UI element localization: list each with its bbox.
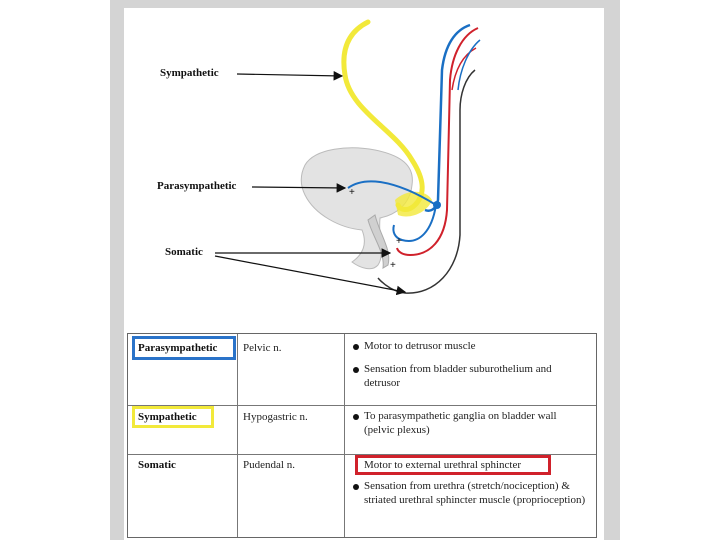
row-divider [128, 454, 596, 455]
parasympathetic-pathway-bladder [347, 180, 437, 206]
parasympathetic-pathway-lower [392, 204, 437, 242]
row-divider [128, 405, 596, 406]
table-cell-nerve: Pudendal n. [243, 459, 295, 471]
sympathetic-label: Sympathetic [160, 67, 219, 79]
red-pathway [396, 27, 479, 257]
parasympathetic-highlight-box [132, 336, 236, 360]
table-cell-function: Sensation from bladder suburothelium and… [364, 363, 552, 389]
table-cell-function: Sensation from urethra (stretch/nocicept… [364, 480, 586, 506]
bladder-shape [300, 147, 413, 270]
sympathetic-pathway [341, 19, 425, 212]
parasympathetic-arrow [251, 183, 347, 193]
sympathetic-arrow [236, 71, 344, 81]
table-cell-nerve: Pelvic n. [243, 342, 282, 354]
plus-marker: + [390, 260, 396, 271]
innervation-table: Parasympathetic Pelvic n. Motor to detru… [127, 333, 597, 538]
plus-marker: + [396, 236, 402, 247]
parasympathetic-label: Parasympathetic [157, 180, 237, 192]
document-sheet [124, 8, 604, 540]
bullet-icon [353, 414, 359, 420]
red-pathway-branch [451, 47, 477, 91]
bullet-icon [353, 344, 359, 350]
motor-sphincter-highlight-box [355, 455, 551, 475]
table-cell-system: Sympathetic [138, 411, 197, 423]
table-cell-nerve: Hypogastric n. [243, 411, 308, 423]
parasympathetic-ganglion [433, 201, 441, 209]
column-divider [237, 334, 238, 537]
bullet-icon [353, 367, 359, 373]
table-cell-system: Somatic [138, 459, 176, 471]
somatic-pathway-branch [457, 39, 481, 91]
table-cell-function: To parasympathetic ganglia on bladder wa… [364, 410, 557, 436]
parasympathetic-pathway-upper [424, 23, 471, 212]
column-divider [344, 334, 345, 537]
somatic-label: Somatic [165, 246, 203, 258]
sympathetic-highlight-box [132, 406, 214, 428]
plus-marker: + [349, 187, 355, 198]
somatic-arrow-lower [214, 255, 407, 296]
bullet-icon [353, 484, 359, 490]
table-cell-function: Motor to detrusor muscle [364, 340, 476, 352]
innervation-diagram: + + + [214, 19, 481, 296]
table-cell-function: Motor to external urethral sphincter [364, 459, 522, 471]
table-cell-system: Parasympathetic [138, 342, 218, 354]
